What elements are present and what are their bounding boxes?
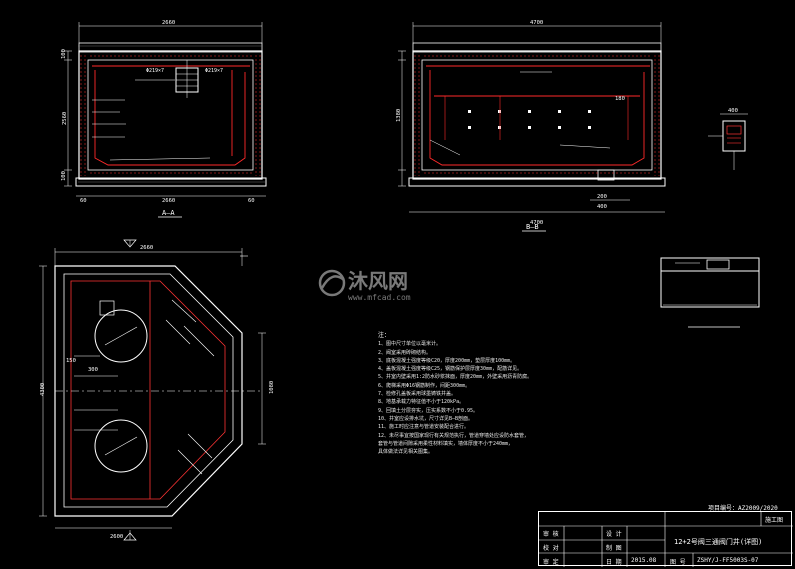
dim-aa-top: 2660 [162,20,175,26]
date-value: 2015.08 [631,557,657,564]
row1-b: 设 计 [606,531,622,538]
dim-plan-mark2: 300 [88,367,98,373]
sheet-code: 项目编号：AZ2009/2020 [708,505,778,512]
notes-title: 注： [378,332,391,339]
section-aa [64,22,267,218]
row2-a: 校 对 [543,545,559,552]
watermark-logo-icon [318,269,346,297]
section-aa-label: A—A [162,209,175,217]
watermark-brand: 沐风网 [348,269,408,293]
notes-line: 5、井室内壁采用1:2防水砂浆抹面，厚度20mm，外壁采用沥青防腐。 [378,374,533,381]
title-block: 施工图 12+2号阀三通阀门井(详图) 审 核 设 计 校 对 制 图 审 定 … [538,511,793,567]
notes-line: 套管与管道间隙采用柔性材料填实，墙体厚度不小于240mm， [378,440,514,447]
row1-a: 审 核 [543,531,559,538]
drawing-title: 12+2号阀三通阀门井(详图) [674,538,763,546]
notes-line: 10、井室应设排水坑，尺寸详见B—B剖面。 [378,415,474,422]
notes-block: 注： 1、图中尺寸单位以毫米计。 2、阀室采用砖砌结构。 3、底板混凝土强度等级… [378,332,628,456]
dim-aa-left-b: 2560 [62,112,68,125]
notes-line: 6、爬梯采用Φ16钢筋制作，间距300mm。 [378,382,471,389]
notes-line: 8、地基承载力特征值不小于120kPa。 [378,399,465,406]
notes-line: 11、施工时应注意与管道安装配合进行。 [378,424,470,431]
dim-bb-right-a: 180 [615,96,625,102]
cover-detail [660,257,760,328]
notes-line: 9、回填土分层夯实，压实系数不小于0.95。 [378,407,479,414]
section-bb [398,22,666,232]
watermark-url: www.mfcad.com [348,293,411,302]
dim-bb-sub-b: 400 [597,204,607,210]
drawing-no-label: 图 号 [670,559,686,566]
pipe-icon [175,60,199,98]
pipe-label-b: Φ219×7 [205,68,223,74]
plan-view [39,239,266,541]
dim-aa-bottom-mid: 2660 [162,198,175,204]
dim-detail: 400 [728,108,738,114]
notes-line: 1、图中尺寸单位以毫米计。 [378,341,442,348]
dim-bb-bottom: 4700 [530,220,543,226]
row3-b: 日 期 [606,559,622,566]
dim-plan-right: 1080 [269,381,275,394]
section-bb-label: B—B [526,223,539,231]
pipe-label-a: Φ219×7 [146,68,164,74]
detail-box [708,113,748,170]
dim-aa-left-c: 100 [61,171,67,181]
dim-plan-top: 2660 [140,245,153,251]
notes-line: 4、盖板混凝土强度等级C25，钢筋保护层厚度30mm，配筋详见。 [378,366,523,373]
dim-aa-left-a: 100 [61,49,67,59]
title-block-grid [539,512,793,567]
watermark: 沐风网 www.mfcad.com [318,269,411,302]
notes-line: 具体做法详见相关图集。 [378,449,434,456]
dim-aa-bottom-right: 60 [248,198,255,204]
valve-circle-icon [94,300,148,363]
dim-bb-left-a: 1380 [396,109,402,122]
row3-a: 审 定 [543,559,559,566]
dim-plan-mark: 150 [66,358,76,364]
drawing-no: ZSHY/J-FF5003S-07 [697,557,759,564]
stage-label: 施工图 [765,517,784,524]
dim-aa-bottom-left: 60 [80,198,87,204]
dim-plan-left: 4300 [40,383,46,396]
dim-bb-sub-a: 200 [597,194,607,200]
notes-line: 12、未尽事宜按国家现行有关规范执行，管道穿墙处应设防水套管， [378,432,530,439]
notes-line: 2、阀室采用砖砌结构。 [378,349,432,356]
row2-b: 制 图 [606,545,622,552]
dim-plan-bottom: 2600 [110,534,123,540]
notes-line: 3、底板混凝土强度等级C20，厚度200mm，垫层厚度100mm。 [378,357,516,364]
dim-bb-top: 4700 [530,20,543,26]
notes-line: 7、检修孔盖板采用球墨铸铁井盖。 [378,391,457,398]
valve-circle-icon-2 [94,419,148,473]
